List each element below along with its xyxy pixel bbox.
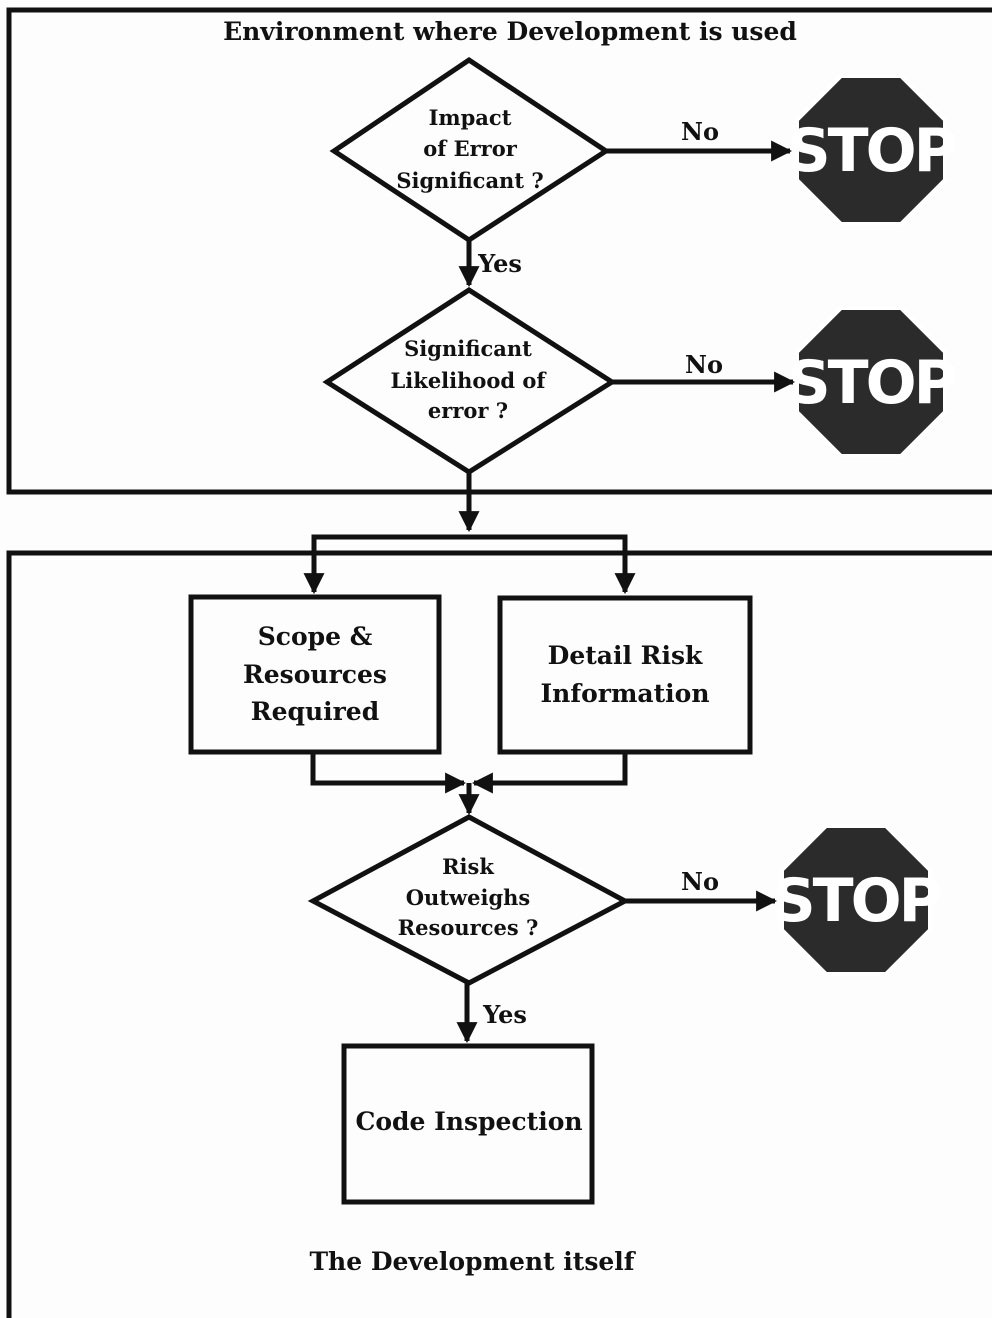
stop-sign-3: STOP bbox=[772, 824, 944, 976]
likelihood-line-3: error ? bbox=[428, 398, 508, 423]
risk-decision: Risk Outweighs Resources ? bbox=[307, 814, 631, 986]
impact-no-label: No bbox=[681, 117, 719, 146]
impact-yes-label: Yes bbox=[477, 249, 522, 278]
impact-line-3: Significant ? bbox=[396, 168, 543, 193]
code-inspection-label: Code Inspection bbox=[355, 1107, 582, 1136]
detail-risk-box: Detail Risk Information bbox=[497, 595, 753, 755]
likelihood-line-2: Likelihood of bbox=[391, 368, 548, 393]
development-section-title: The Development itself bbox=[309, 1247, 636, 1276]
environment-section-frame bbox=[6, 7, 992, 495]
stop-sign-1: STOP bbox=[787, 74, 959, 226]
stop-sign-3-octagon bbox=[780, 824, 932, 976]
likelihood-decision: Significant Likelihood of error ? bbox=[322, 287, 617, 475]
risk-no-label: No bbox=[681, 867, 719, 896]
stop-sign-3-text: STOP bbox=[772, 866, 940, 936]
detail-to-merge-arrow bbox=[471, 753, 628, 794]
impact-line-2: of Error bbox=[423, 136, 517, 161]
stop-sign-2: STOP bbox=[787, 306, 959, 458]
scope-line-3: Required bbox=[251, 697, 379, 726]
likelihood-line-1: Significant bbox=[404, 336, 532, 361]
stop-sign-2-octagon bbox=[795, 306, 947, 458]
split-connector bbox=[303, 534, 636, 595]
scope-resources-box: Scope & Resources Required bbox=[188, 594, 442, 755]
risk-line-1: Risk bbox=[442, 854, 494, 879]
code-inspection-box: Code Inspection bbox=[341, 1043, 595, 1205]
risk-line-2: Outweighs bbox=[406, 885, 530, 910]
risk-line-3: Resources ? bbox=[398, 915, 539, 940]
stop-sign-1-octagon bbox=[795, 74, 947, 226]
scope-line-2: Resources bbox=[243, 660, 387, 689]
impact-decision: Impact of Error Significant ? bbox=[329, 56, 611, 243]
detail-line-1: Detail Risk bbox=[548, 641, 703, 670]
impact-line-1: Impact bbox=[429, 105, 512, 130]
stop-sign-1-text: STOP bbox=[787, 116, 955, 186]
likelihood-no-label: No bbox=[685, 350, 723, 379]
environment-section-title: Environment where Development is used bbox=[223, 17, 797, 46]
detail-line-2: Information bbox=[540, 679, 709, 708]
scope-line-1: Scope & bbox=[258, 622, 373, 651]
development-section-frame bbox=[6, 550, 992, 1318]
scope-to-merge-arrow bbox=[310, 753, 467, 794]
stop-sign-2-text: STOP bbox=[787, 348, 955, 418]
risk-yes-label: Yes bbox=[482, 1000, 527, 1029]
